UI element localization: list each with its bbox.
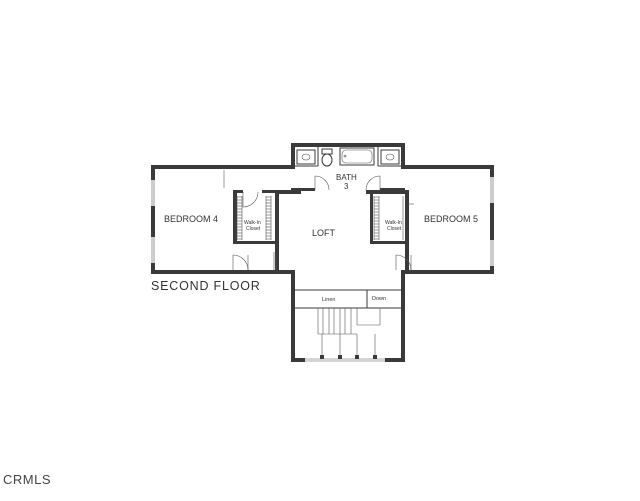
closet-shelving bbox=[236, 196, 404, 240]
stairs bbox=[295, 289, 401, 359]
room-label-bedroom-5: BEDROOM 5 bbox=[424, 214, 478, 224]
exterior-walls bbox=[151, 143, 494, 362]
windows bbox=[151, 177, 494, 362]
interior-walls bbox=[233, 147, 409, 270]
room-label-closet-left-2: Closet bbox=[246, 226, 261, 232]
watermark-logo: CRMLS bbox=[3, 472, 52, 487]
room-label-closet-left-1: Walk-In bbox=[244, 220, 261, 226]
room-label-linen: Linen bbox=[322, 297, 335, 303]
room-label-closet-right-2: Closet bbox=[387, 226, 402, 232]
room-label-bedroom-4: BEDROOM 4 bbox=[164, 214, 218, 224]
room-label-closet-right-1: Walk-In bbox=[385, 220, 402, 226]
bath-fixtures bbox=[296, 147, 400, 167]
room-label-loft: LOFT bbox=[312, 228, 336, 238]
floor-title: SECOND FLOOR bbox=[151, 279, 261, 293]
room-label-bath-number: 3 bbox=[344, 182, 349, 191]
room-label-bath: BATH bbox=[336, 173, 357, 182]
room-label-down: Down bbox=[372, 296, 386, 302]
doors bbox=[223, 170, 414, 271]
